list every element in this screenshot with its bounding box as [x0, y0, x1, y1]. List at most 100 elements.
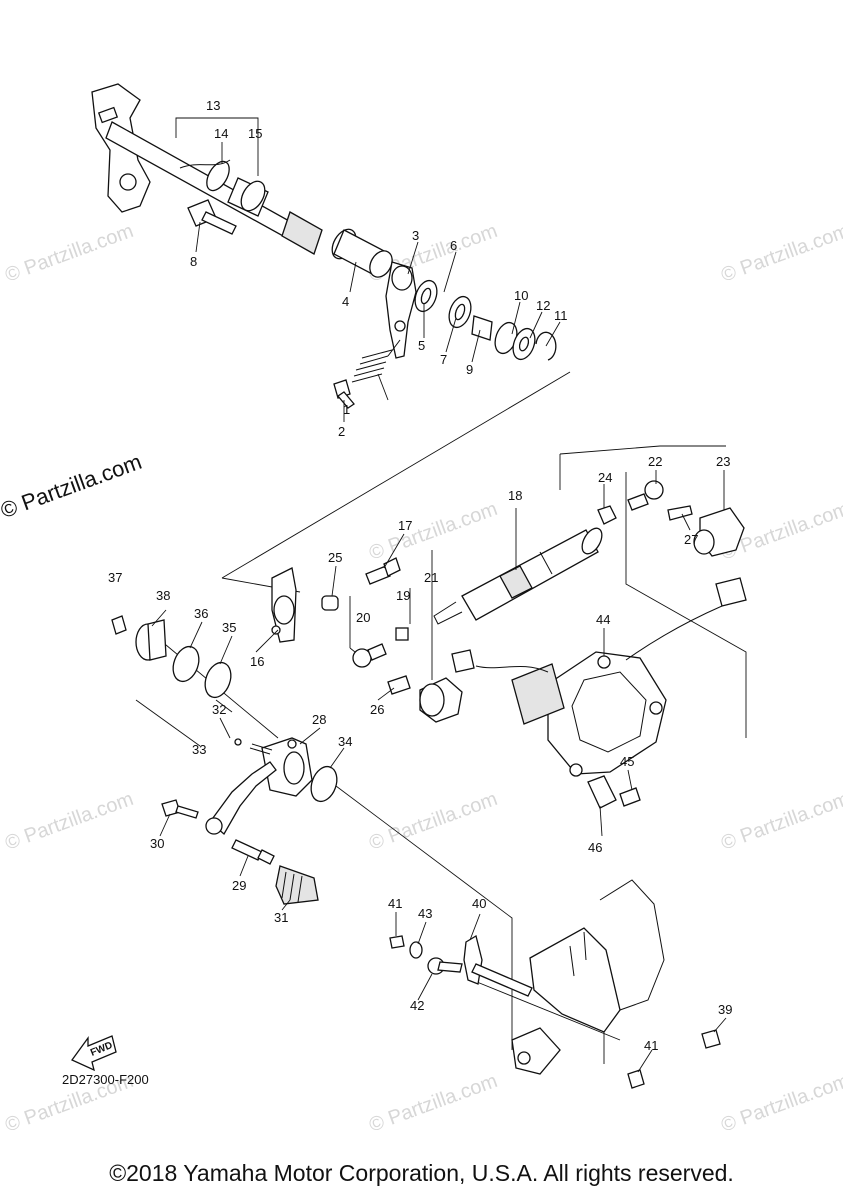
- callout-5: 5: [418, 338, 425, 353]
- copyright-notice: ©2018 Yamaha Motor Corporation, U.S.A. A…: [109, 1160, 734, 1186]
- callout-23: 23: [716, 454, 730, 469]
- callout-36: 36: [194, 606, 208, 621]
- o-ring-34: [310, 765, 338, 803]
- bolt-17: [365, 557, 401, 585]
- shift-pedal-arm: [205, 761, 277, 836]
- nut-24: [597, 505, 617, 525]
- callout-21: 21: [424, 570, 438, 585]
- callout-45: 45: [620, 754, 634, 769]
- bolt-39: [701, 1029, 721, 1049]
- callout-labels: 1 2 3 4 5 6 7 8 9 10 11 12 13 14 15 16 1…: [108, 98, 732, 1053]
- shift-actuator-44: [451, 577, 747, 777]
- watermark: © Partzilla.com: [718, 220, 843, 287]
- callout-34: 34: [338, 734, 352, 749]
- bolt-29: [231, 839, 275, 865]
- callout-9: 9: [466, 362, 473, 377]
- callout-27: 27: [684, 532, 698, 547]
- bearing-9: [471, 315, 557, 361]
- callout-12: 12: [536, 298, 550, 313]
- watermark: © Partzilla.com: [366, 788, 500, 855]
- callout-1: 1: [343, 402, 350, 417]
- clip-37: [111, 615, 127, 635]
- callout-40: 40: [472, 896, 486, 911]
- collar-4: [331, 228, 393, 278]
- callout-18: 18: [508, 488, 522, 503]
- callout-10: 10: [514, 288, 528, 303]
- callout-42: 42: [410, 998, 424, 1013]
- callout-29: 29: [232, 878, 246, 893]
- callout-4: 4: [342, 294, 349, 309]
- callout-17: 17: [398, 518, 412, 533]
- callout-28: 28: [312, 712, 326, 727]
- bolt-8: [187, 199, 237, 235]
- callout-41-lower: 41: [644, 1038, 658, 1053]
- callout-22: 22: [648, 454, 662, 469]
- callout-7: 7: [440, 352, 447, 367]
- callout-41: 41: [388, 896, 402, 911]
- callout-24: 24: [598, 470, 612, 485]
- callout-20: 20: [356, 610, 370, 625]
- callout-11: 11: [554, 308, 568, 323]
- callout-2: 2: [338, 424, 345, 439]
- callout-6: 6: [450, 238, 457, 253]
- callout-39: 39: [718, 1002, 732, 1017]
- bolt-41: [389, 935, 405, 949]
- fwd-arrow-icon: FWD: [71, 1035, 117, 1072]
- pedal-rubber-31: [275, 865, 319, 905]
- pin-32-33: [234, 738, 273, 755]
- callout-3: 3: [412, 228, 419, 243]
- callout-38: 38: [156, 588, 170, 603]
- callout-35: 35: [222, 620, 236, 635]
- watermark: © Partzilla.com: [366, 498, 500, 565]
- lever-16: [271, 567, 297, 643]
- boot-21: [419, 677, 463, 723]
- callout-30: 30: [150, 836, 164, 851]
- rod-joint-22: [627, 480, 693, 521]
- collar-25: [321, 595, 339, 611]
- bolt-20: [352, 643, 387, 668]
- bolt-26: [387, 675, 411, 695]
- watermark: © Partzilla.com: [718, 1070, 843, 1137]
- callout-16: 16: [250, 654, 264, 669]
- callout-25: 25: [328, 550, 342, 565]
- callout-26: 26: [370, 702, 384, 717]
- watermark: © Partzilla.com: [2, 220, 136, 287]
- o-ring-36: [172, 645, 200, 683]
- callout-32: 32: [212, 702, 226, 717]
- callout-33: 33: [192, 742, 206, 757]
- nut-19: [395, 627, 409, 641]
- bolt-2: [333, 379, 355, 409]
- boot-23: [693, 507, 745, 557]
- shift-lever-3: [385, 261, 417, 359]
- callout-15: 15: [248, 126, 262, 141]
- shift-shaft-assembly: [91, 83, 323, 255]
- callout-leaders: [151, 117, 727, 1073]
- watermark: © Partzilla.com: [366, 1070, 500, 1137]
- bolt-41-lower: [627, 1069, 645, 1089]
- o-ring-35: [204, 661, 232, 699]
- callout-19: 19: [396, 588, 410, 603]
- bracket-46: [587, 775, 617, 809]
- callout-14: 14: [214, 126, 228, 141]
- callout-8: 8: [190, 254, 197, 269]
- callout-46: 46: [588, 840, 602, 855]
- watermark: © Partzilla.com: [718, 788, 843, 855]
- spring-1: [351, 339, 401, 383]
- callout-31: 31: [274, 910, 288, 925]
- washers-5-6-7: [414, 279, 472, 329]
- watermark: © Partzilla.com: [2, 788, 136, 855]
- link-rod-40: [463, 934, 533, 997]
- frame-bracket-lower: [511, 879, 665, 1075]
- bolt-30: [161, 799, 199, 819]
- bolt-45: [619, 787, 641, 807]
- shift-rod-18: [433, 527, 603, 625]
- callout-44: 44: [596, 612, 610, 627]
- washer-43: [409, 941, 423, 959]
- callout-37: 37: [108, 570, 122, 585]
- holder-38: [135, 619, 167, 661]
- diagram-code: 2D27300-F200: [62, 1072, 149, 1087]
- callout-43: 43: [418, 906, 432, 921]
- callout-13: 13: [206, 98, 220, 113]
- joint-42: [427, 957, 463, 975]
